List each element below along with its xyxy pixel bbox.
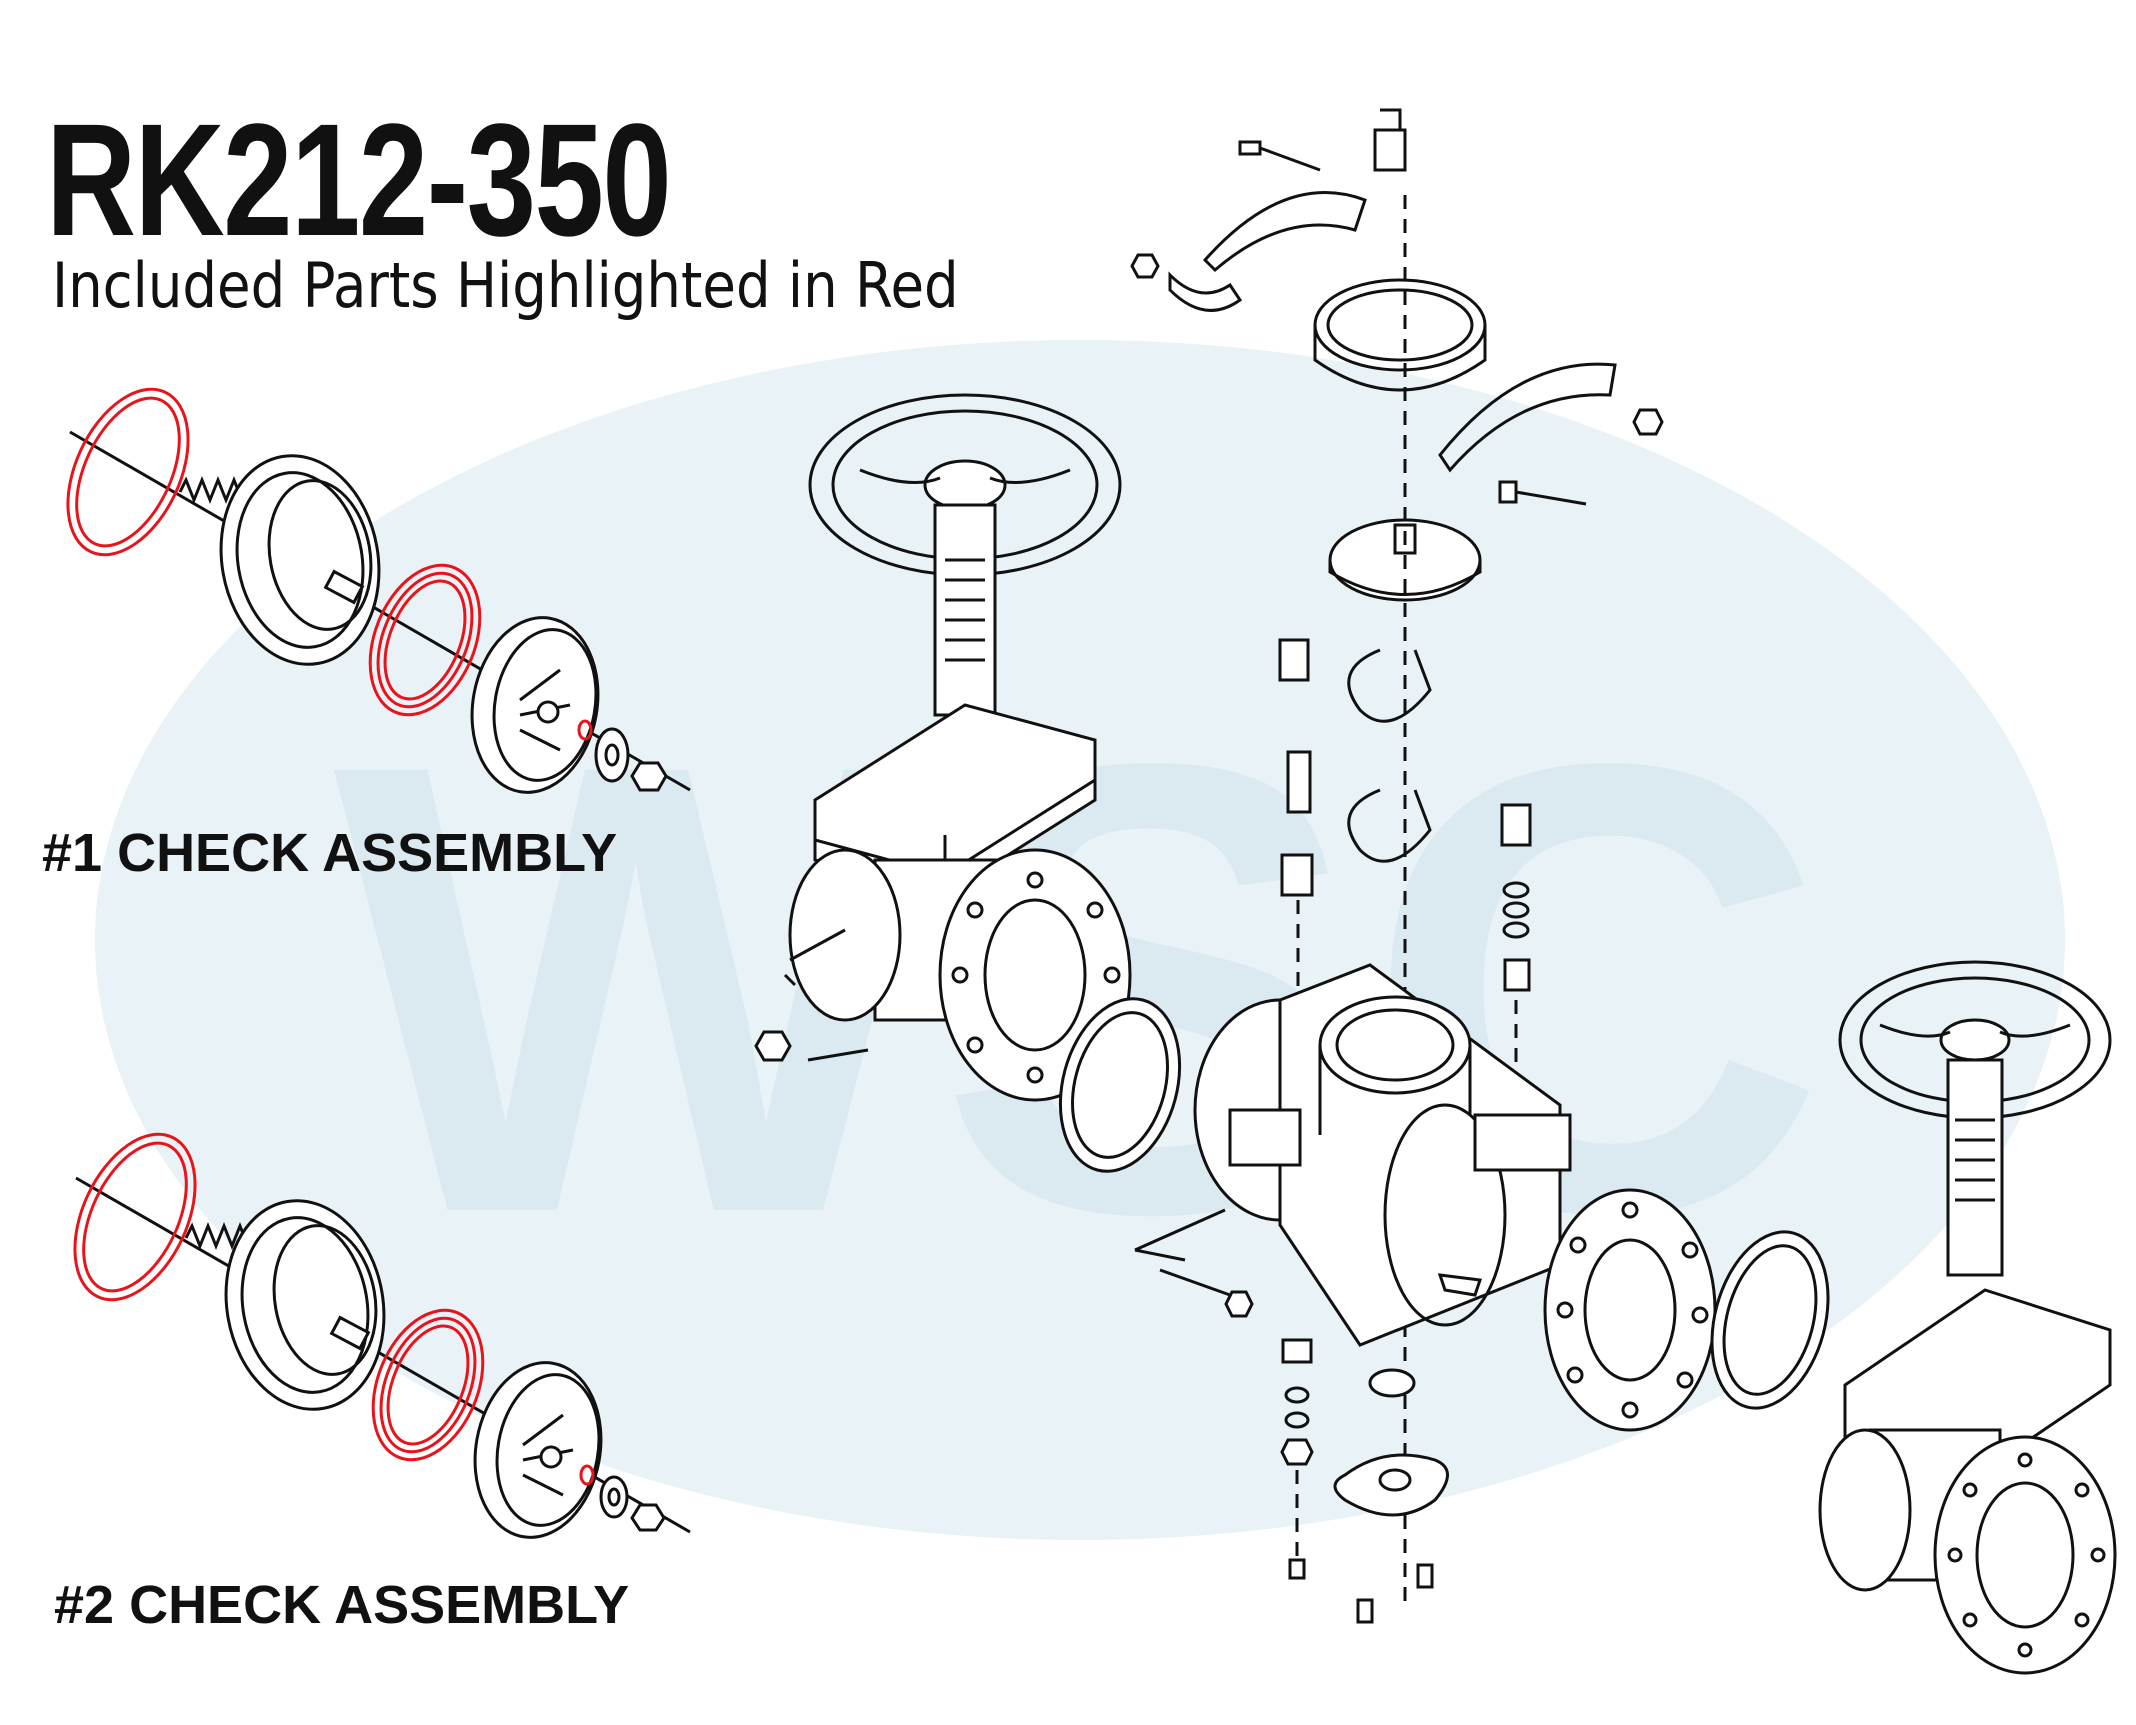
nut-2 <box>630 1503 666 1532</box>
bottom-fittings <box>1280 1338 1449 1624</box>
body-bolt <box>1159 1268 1254 1318</box>
clamp-bolt <box>1498 480 1587 506</box>
body-boss <box>1473 1113 1572 1172</box>
bottom-flange-plate <box>1333 1453 1449 1517</box>
main-valve-body <box>1134 963 1717 1432</box>
left-flange-gasket <box>1058 997 1182 1173</box>
lower-clamp-half <box>1438 362 1617 473</box>
washer-1 <box>594 727 630 783</box>
left-valve-nut <box>754 1030 792 1062</box>
washer-2 <box>599 1475 629 1519</box>
top-bolt <box>1238 140 1321 172</box>
clamp-nut-b <box>1632 408 1664 436</box>
check-assembly-1-label: #1 CHECK ASSEMBLY <box>42 823 618 883</box>
bottom-oring <box>1368 1368 1416 1398</box>
red-small-oring-1 <box>577 719 593 741</box>
check-disc-1 <box>219 454 381 666</box>
right-flange-gasket <box>1710 1230 1830 1410</box>
test-cock-left <box>1278 638 1310 682</box>
upper-clamp-half <box>1202 191 1367 273</box>
left-gate-valve <box>754 393 1132 1102</box>
test-cock-top <box>1373 108 1407 172</box>
check-assembly-2-label: #2 CHECK ASSEMBLY <box>54 1575 630 1635</box>
spring-1 <box>178 475 244 505</box>
nipple-left <box>1286 750 1312 814</box>
red-seat-ring-2 <box>371 1308 485 1462</box>
check-disc-2 <box>224 1199 386 1411</box>
spring-clips <box>1347 648 1432 863</box>
coupling-left <box>1280 853 1314 897</box>
clamp-nut-a <box>1130 253 1160 279</box>
seat-disc-2 <box>473 1361 603 1539</box>
test-cock-right <box>1500 803 1532 847</box>
seat-disc-1 <box>470 616 600 794</box>
red-seat-ring-1 <box>368 563 482 717</box>
page-subtitle: Included Parts Highlighted in Red <box>52 249 959 322</box>
red-oring-large-2a <box>73 1132 197 1302</box>
red-oring-large-1a <box>66 387 190 557</box>
nut-1 <box>630 761 668 792</box>
right-valve-flange <box>1933 1435 2117 1675</box>
cover-oring-ring <box>1313 278 1487 392</box>
spring-2 <box>184 1221 250 1251</box>
page-title: RK212-350 <box>46 90 672 269</box>
red-small-oring-2 <box>579 1464 595 1486</box>
check-assembly-1-drawing <box>66 387 691 794</box>
check-assembly-2-drawing <box>73 1132 691 1539</box>
right-gate-valve <box>1818 960 2117 1675</box>
